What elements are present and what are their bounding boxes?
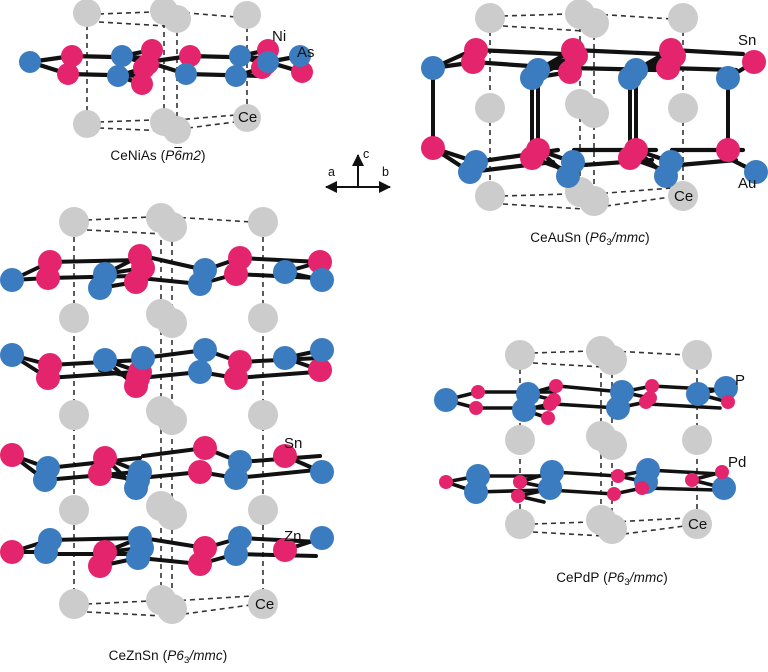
ce-spheres-middle (505, 421, 712, 460)
cepdp-structure-svg (434, 336, 738, 544)
ce-spheres-row-3 (59, 396, 278, 435)
ce-spheres-row-2 (59, 299, 278, 338)
sg-sixbar-1: 6 (174, 148, 182, 163)
caption-ceausn-spacegroup: (P63/mmc) (585, 230, 650, 248)
label-cenias-as: As (297, 44, 315, 61)
ceznsn-structure-svg (0, 203, 334, 624)
sn-atoms-layer-3 (0, 436, 297, 486)
caption-ceznsn: CeZnSn (P63/mmc) (68, 648, 268, 666)
zn-atoms-layer-4 (34, 526, 334, 570)
axis-label-c: c (363, 147, 370, 161)
label-ceausn-au: Au (738, 175, 757, 192)
ce-spheres-row-5 (59, 585, 278, 624)
sg-suffix-4: /mmc (629, 570, 664, 585)
ce-spheres-row-1 (59, 203, 278, 242)
p-atoms-bottom-layer (439, 465, 729, 503)
caption-cenias-spacegroup: (P6m2) (160, 148, 206, 163)
structure-panel-cepdp: P Pd Ce (420, 330, 768, 560)
ce-spheres-bottom (505, 505, 712, 544)
ce-spheres-row-4 (59, 491, 278, 530)
caption-cepdp-spacegroup: (P63/mmc) (603, 570, 668, 588)
label-cepdp-ce: Ce (688, 516, 708, 533)
sg-sub-4: 3 (624, 577, 630, 588)
axis-indicator: c a b (310, 145, 410, 200)
label-cenias-ni: Ni (272, 28, 287, 45)
bonds-layer-top (444, 384, 730, 420)
caption-cepdp: CePdP (P63/mmc) (512, 570, 712, 588)
ce-spheres-middle (475, 89, 698, 128)
sn-atoms-layer-1 (36, 244, 332, 294)
caption-ceausn: CeAuSn (P63/mmc) (490, 230, 690, 248)
sn-atoms-top-layer (461, 38, 766, 84)
sg-prefix-1: P (165, 148, 175, 163)
axis-label-b: b (382, 165, 389, 179)
p-atoms-top-layer (469, 379, 735, 425)
sg-prefix-4: P6 (607, 570, 625, 585)
caption-cenias: CeNiAs (P6m2) (58, 148, 258, 163)
ni-atoms-layer-1 (19, 45, 311, 87)
sg-prefix-3: P6 (167, 648, 184, 663)
zn-atoms-layer-3 (33, 450, 334, 500)
sn-atoms-layer-4 (0, 536, 297, 578)
caption-cenias-compound: CeNiAs (110, 148, 157, 163)
sg-suffix-2: /mmc (611, 230, 646, 245)
structure-panel-ceznsn: Sn Zn Ce (0, 200, 360, 640)
sg-suffix-1: m2 (181, 148, 201, 163)
zn-atoms-layer-2 (0, 338, 334, 384)
caption-ceznsn-compound: CeZnSn (108, 648, 159, 663)
label-ceausn-ce: Ce (674, 188, 694, 205)
ce-spheres-top (475, 0, 698, 38)
label-ceznsn-sn: Sn (284, 435, 303, 452)
caption-ceznsn-spacegroup: (P63/mmc) (162, 648, 228, 666)
label-ceznsn-zn: Zn (284, 528, 302, 545)
sg-prefix-2: P6 (589, 230, 607, 245)
ce-spheres-bottom (73, 104, 261, 144)
ce-spheres-top (73, 0, 261, 33)
label-cepdp-p: P (735, 372, 746, 389)
label-cepdp-pd: Pd (728, 454, 747, 471)
cenias-structure-svg (19, 0, 313, 144)
caption-ceausn-compound: CeAuSn (530, 230, 582, 245)
sg-sub-3: 3 (183, 655, 190, 666)
sn-atoms-bottom-layer (421, 136, 740, 170)
pd-atoms-top-layer (434, 376, 738, 422)
axis-label-a: a (328, 165, 335, 179)
ceausn-structure-svg (421, 0, 768, 216)
caption-cepdp-compound: CePdP (556, 570, 600, 585)
label-cenias-ce: Ce (238, 109, 258, 126)
au-atoms-bottom-layer (458, 150, 768, 188)
sg-suffix-3: /mmc (189, 648, 223, 663)
sg-sub-2: 3 (606, 237, 612, 248)
structure-panel-cenias: Ni As Ce (0, 0, 320, 145)
au-atoms-top-layer (421, 56, 740, 90)
structure-panel-ceausn: Sn Au Ce (398, 0, 768, 225)
label-ceznsn-ce: Ce (255, 596, 275, 613)
label-ceausn-sn: Sn (738, 32, 757, 49)
zn-atoms-layer-1 (0, 258, 334, 300)
axis-arrows-svg (325, 154, 391, 193)
ce-spheres-top (505, 336, 712, 375)
